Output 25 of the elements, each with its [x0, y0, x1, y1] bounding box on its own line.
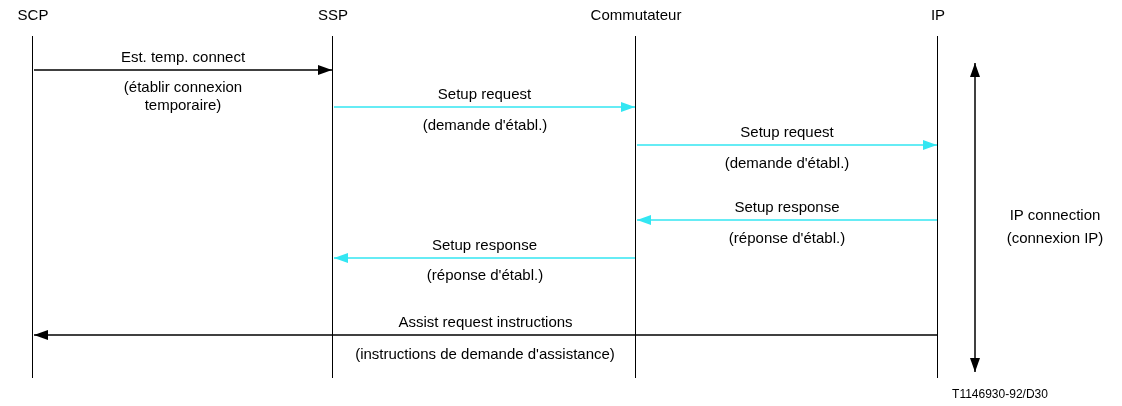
figure-number: T1146930-92/D30 [951, 386, 1049, 403]
lifeline-heading: SCP [17, 6, 49, 24]
message-note: (demande d'établ.) [421, 116, 549, 134]
message-label: Setup response [733, 198, 841, 216]
message-arrow [636, 140, 938, 150]
message-arrow [33, 330, 938, 340]
interval-label: (connexion IP) [1005, 229, 1105, 247]
lifeline-heading: Commutateur [590, 6, 682, 24]
message-note: (demande d'établ.) [723, 154, 851, 172]
message-arrow [333, 102, 636, 112]
message-label: Setup request [739, 123, 835, 141]
lifeline-heading: SSP [318, 6, 348, 24]
message-label: Est. temp. connect [119, 48, 247, 66]
message-note: (réponse d'établ.) [727, 229, 847, 247]
message-arrow [33, 65, 333, 75]
message-label: Setup request [436, 85, 533, 103]
message-arrow [636, 215, 938, 225]
message-arrow [333, 253, 636, 263]
message-note: (réponse d'établ.) [425, 266, 545, 284]
message-note: (établir connexion temporaire) [122, 78, 244, 114]
message-label: Assist request instructions [397, 313, 574, 331]
message-note: (instructions de demande d'assistance) [354, 345, 616, 363]
message-label: Setup response [430, 236, 539, 254]
interval-label: IP connection [1008, 206, 1102, 224]
lifeline-heading: IP [930, 6, 946, 24]
